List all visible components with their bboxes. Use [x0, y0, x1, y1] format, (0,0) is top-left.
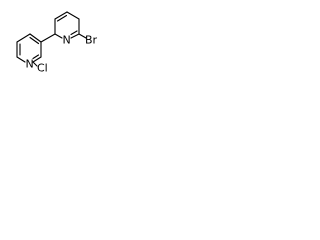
left-pyridine-ring [16, 33, 42, 63]
bond-right-ring-inner-lower-right [70, 30, 78, 36]
bond-left-ring-lower-left [16, 56, 26, 63]
bond-left-ring-inner-top [29, 36, 40, 45]
bond-to-chlorine [32, 61, 38, 67]
bond-left-ring-lower-right [32, 56, 42, 63]
bond-left-ring-top [16, 33, 31, 43]
biaryl-bond [40, 33, 56, 43]
bond-left-ring-top-right [29, 33, 42, 43]
bromine-label: Br [85, 34, 98, 47]
right-ring-nitrogen-label: N [63, 34, 71, 47]
bond-right-ring-top-left [54, 11, 68, 20]
bond-to-bromine [78, 33, 87, 39]
right-pyridine-ring [54, 11, 80, 39]
bond-right-ring-top-right [66, 11, 80, 20]
chemical-structure-diagram: N N Cl Br [16, 11, 98, 75]
left-ring-nitrogen-label: N [26, 58, 34, 71]
bond-right-ring-lower-right [70, 33, 80, 39]
bond-left-ring-inner-lower-right [32, 54, 40, 60]
bond-right-ring-lower-left [54, 33, 63, 39]
chlorine-label: Cl [37, 62, 48, 75]
bond-right-ring-inner-top-left [56, 14, 68, 22]
